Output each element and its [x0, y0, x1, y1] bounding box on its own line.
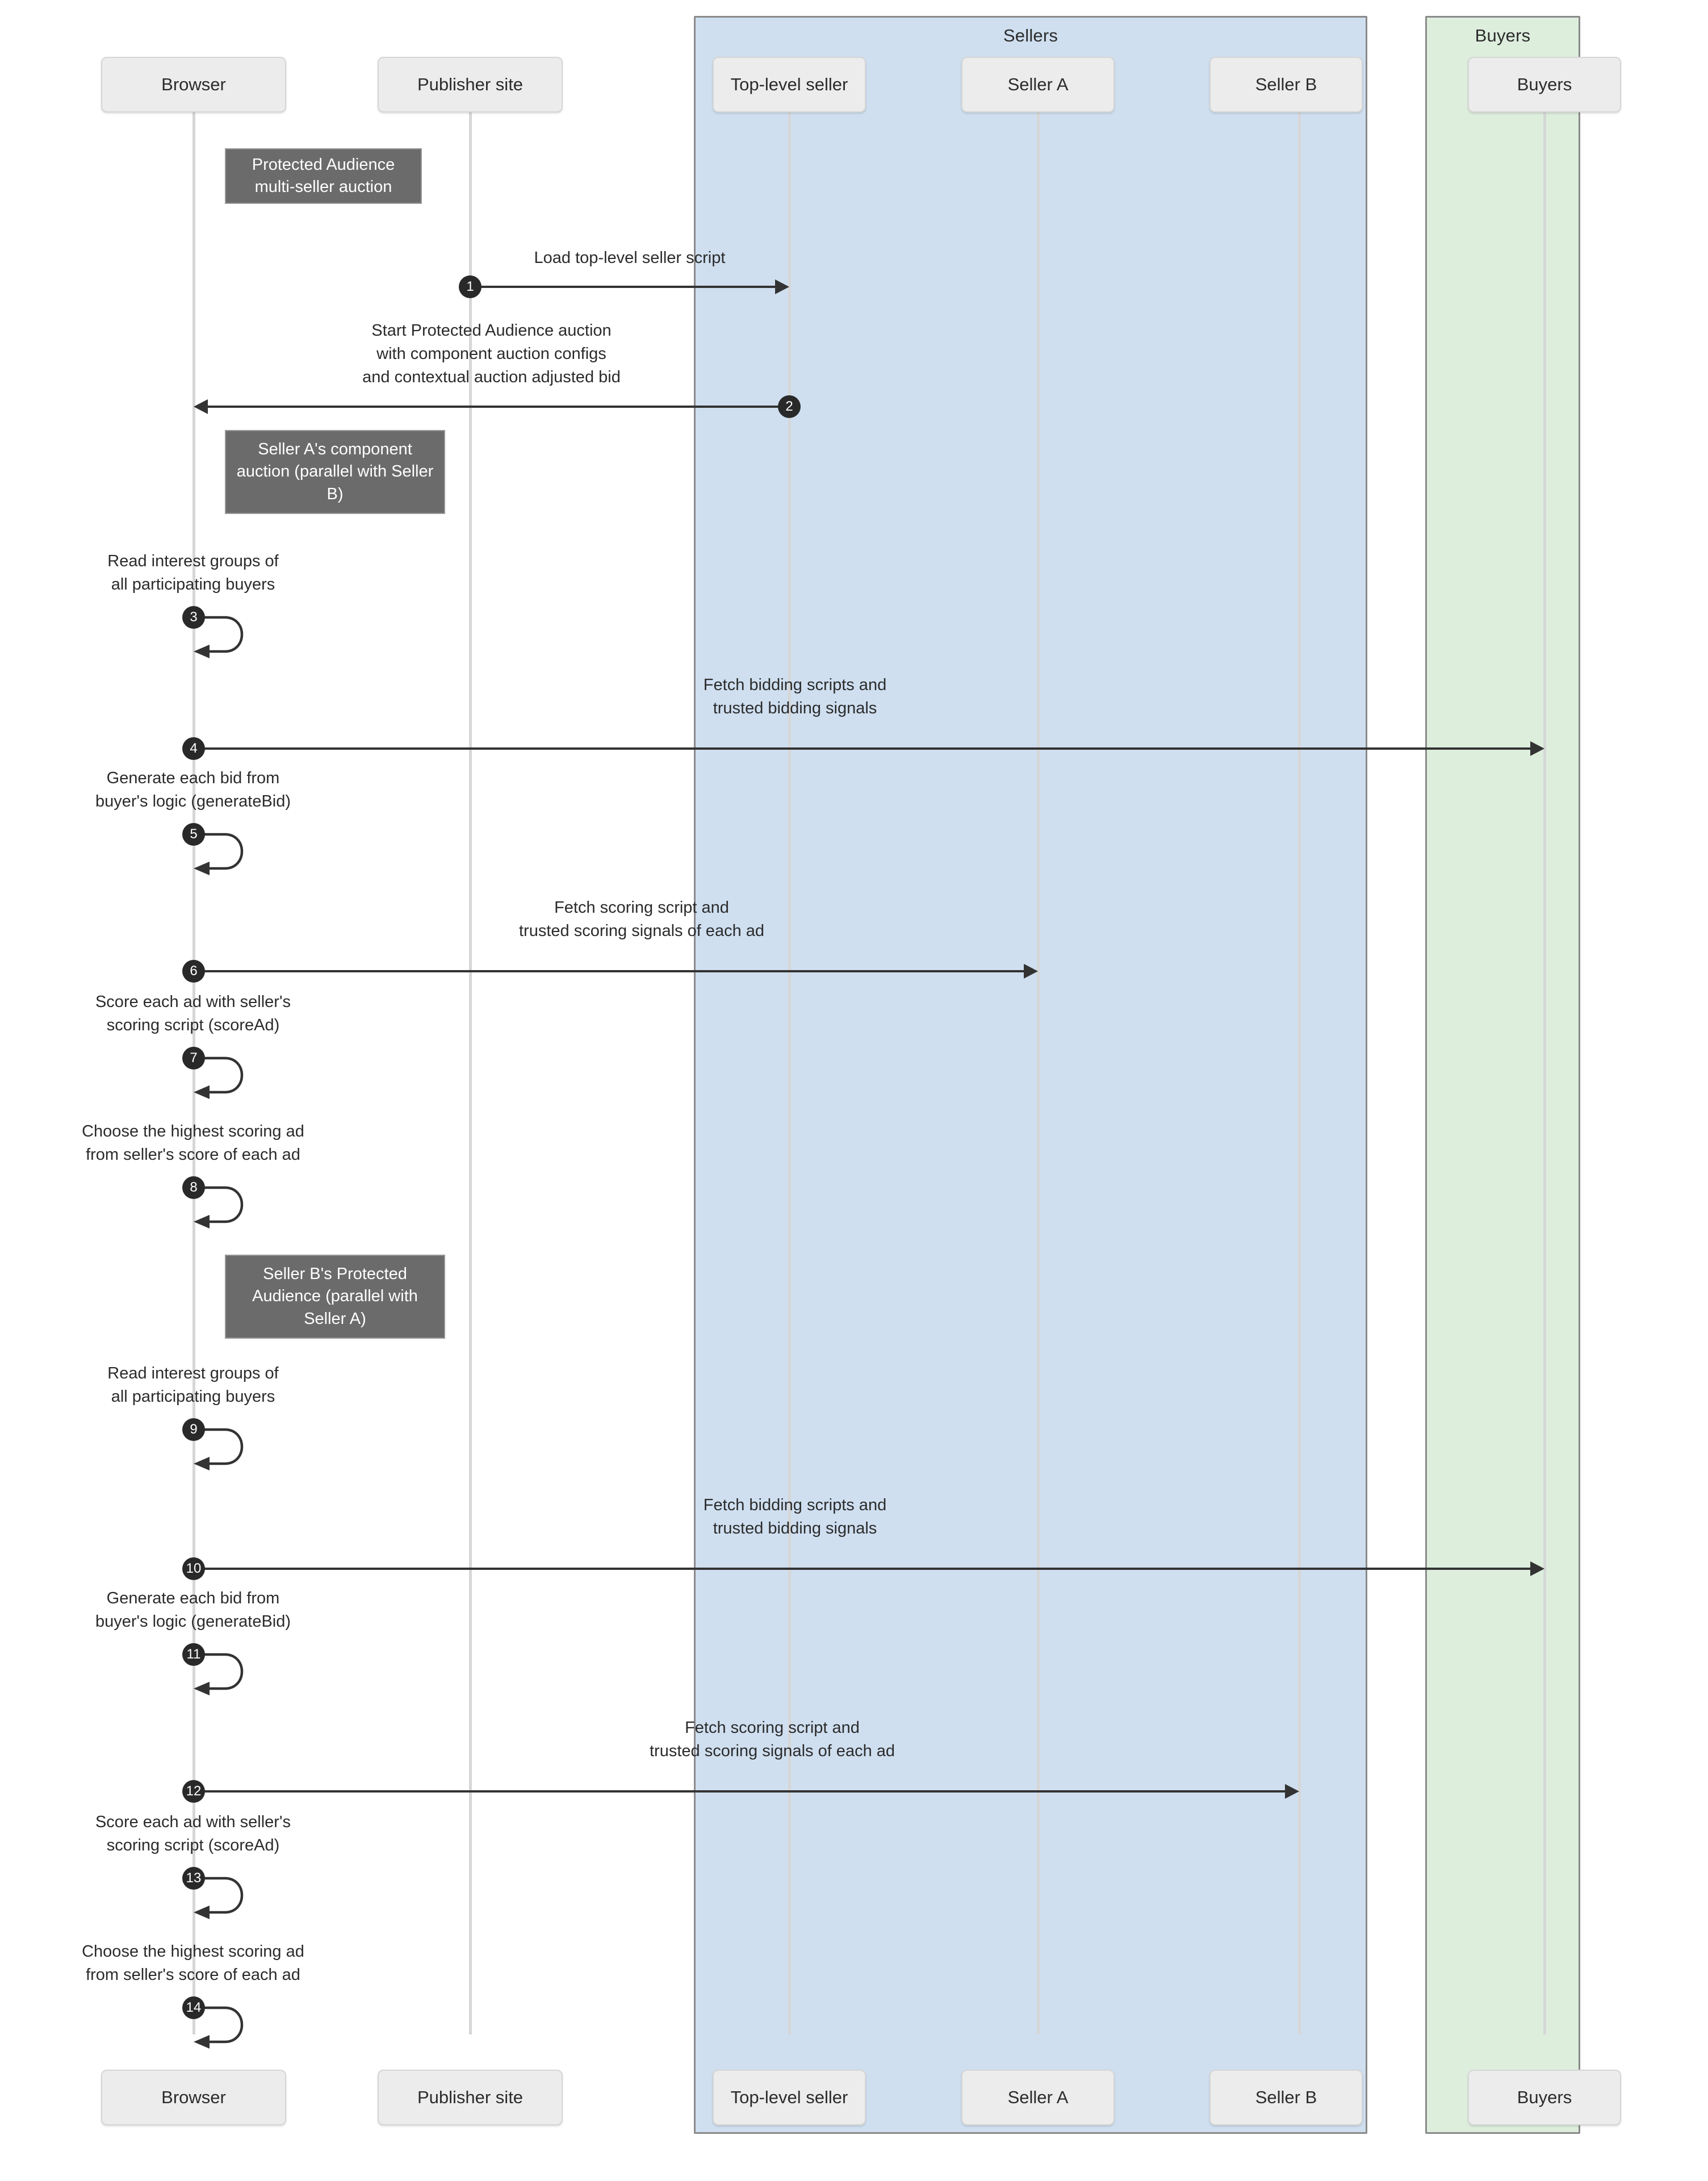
participant-head-browser[interactable]: Browser	[101, 57, 286, 112]
participant-label: Buyers	[1517, 74, 1572, 95]
participant-head-publisher[interactable]: Publisher site	[378, 57, 563, 112]
sequence-number-8: 8	[182, 1176, 205, 1199]
participant-foot-buyers[interactable]: Buyers	[1468, 2070, 1621, 2125]
group-box-buyers: Buyers	[1425, 16, 1580, 2134]
participant-label: Browser	[161, 2087, 226, 2108]
message-label-12: Fetch scoring script and trusted scoring…	[649, 1719, 895, 1761]
sequence-number-2: 2	[778, 395, 801, 418]
message-label-9: Read interest groups of all participatin…	[107, 1364, 279, 1406]
sequence-number-4: 4	[182, 737, 205, 760]
participant-foot-sellerb[interactable]: Seller B	[1209, 2070, 1363, 2125]
note-seller-b-protected-audience: Seller B's Protected Audience (parallel …	[225, 1255, 445, 1339]
message-self-loop-7	[194, 1051, 267, 1105]
message-self-loop-11	[194, 1648, 267, 1702]
participant-label: Browser	[161, 74, 226, 95]
sequence-number-13: 13	[182, 1867, 205, 1890]
message-label-10: Fetch bidding scripts and trusted biddin…	[703, 1496, 887, 1538]
lifeline-toplevelseller	[788, 103, 791, 2034]
sequence-number-1: 1	[459, 275, 482, 298]
message-self-loop-14	[194, 2001, 267, 2055]
message-label-8: Choose the highest scoring ad from selle…	[82, 1122, 304, 1164]
participant-label: Publisher site	[417, 2087, 524, 2108]
sequence-number-9: 9	[182, 1418, 205, 1441]
participant-foot-toplevelseller[interactable]: Top-level seller	[713, 2070, 866, 2125]
participant-head-sellera[interactable]: Seller A	[961, 57, 1115, 112]
message-label-13: Score each ad with seller's scoring scri…	[95, 1813, 291, 1855]
participant-label: Seller A	[1007, 74, 1069, 95]
participant-label: Top-level seller	[730, 2087, 848, 2108]
lifeline-buyers	[1543, 103, 1546, 2034]
participant-label: Seller A	[1007, 2087, 1069, 2108]
message-self-loop-3	[194, 611, 267, 665]
sequence-number-5: 5	[182, 823, 205, 846]
sequence-number-12: 12	[182, 1780, 205, 1803]
message-label-7: Score each ad with seller's scoring scri…	[95, 993, 291, 1035]
group-label-buyers: Buyers	[1475, 26, 1531, 45]
note-text: Protected Audience multi-seller auction	[252, 155, 395, 196]
sequence-number-10: 10	[182, 1557, 205, 1580]
participant-head-sellerb[interactable]: Seller B	[1209, 57, 1363, 112]
participant-foot-sellera[interactable]: Seller A	[961, 2070, 1115, 2125]
message-label-3: Read interest groups of all participatin…	[107, 552, 279, 594]
participant-label: Publisher site	[417, 74, 524, 95]
message-self-loop-13	[194, 1871, 267, 1925]
note-text: Seller A's component auction (parallel w…	[236, 440, 434, 503]
message-self-loop-5	[194, 828, 267, 881]
sequence-number-14: 14	[182, 1996, 205, 2019]
participant-label: Buyers	[1517, 2087, 1572, 2108]
sequence-number-7: 7	[182, 1047, 205, 1069]
participant-head-buyers[interactable]: Buyers	[1468, 57, 1621, 112]
lifeline-sellerb	[1298, 103, 1301, 2034]
sequence-number-6: 6	[182, 960, 205, 983]
participant-label: Seller B	[1255, 74, 1317, 95]
sequence-number-3: 3	[182, 606, 205, 629]
participant-label: Top-level seller	[730, 74, 848, 95]
message-label-11: Generate each bid from buyer's logic (ge…	[95, 1589, 291, 1631]
note-text: Seller B's Protected Audience (parallel …	[252, 1265, 418, 1328]
lifeline-sellera	[1037, 103, 1040, 2034]
lifeline-publisher	[469, 103, 472, 2034]
participant-head-toplevelseller[interactable]: Top-level seller	[713, 57, 866, 112]
participant-foot-browser[interactable]: Browser	[101, 2070, 286, 2125]
message-self-loop-9	[194, 1423, 267, 1477]
message-label-14: Choose the highest scoring ad from selle…	[82, 1942, 304, 1984]
message-label-1: Load top-level seller script	[534, 249, 726, 267]
note-protected-audience-multi-seller-auction: Protected Audience multi-seller auction	[225, 148, 422, 204]
message-label-6: Fetch scoring script and trusted scoring…	[518, 899, 765, 941]
sequence-number-11: 11	[182, 1643, 205, 1666]
message-label-5: Generate each bid from buyer's logic (ge…	[95, 769, 291, 811]
participant-foot-publisher[interactable]: Publisher site	[378, 2070, 563, 2125]
group-box-sellers: Sellers	[694, 16, 1367, 2134]
participant-label: Seller B	[1255, 2087, 1317, 2108]
message-label-4: Fetch bidding scripts and trusted biddin…	[703, 676, 887, 718]
message-self-loop-8	[194, 1181, 267, 1235]
note-seller-a-component-auction: Seller A's component auction (parallel w…	[225, 430, 445, 514]
message-label-2: Start Protected Audience auction with co…	[362, 321, 621, 387]
group-label-sellers: Sellers	[1003, 26, 1058, 45]
